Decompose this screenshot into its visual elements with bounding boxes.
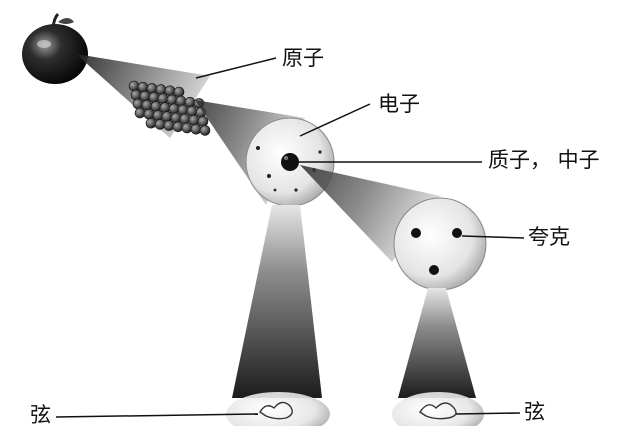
label-string-left: 弦 (30, 403, 51, 427)
leader-string-left (55, 413, 259, 418)
string-right-icon (419, 402, 457, 420)
leader-string-right (455, 412, 521, 415)
zoom-beam-sphere-to-string (232, 205, 322, 398)
string-left-icon (259, 401, 293, 420)
leader-quark (461, 235, 525, 239)
apple-icon (22, 12, 88, 84)
leader-electron (299, 103, 371, 137)
label-atom: 原子 (282, 46, 324, 70)
zoom-beam-quark-to-string (398, 288, 476, 398)
label-string-right: 弦 (524, 400, 545, 424)
quark-sphere-icon (393, 197, 487, 291)
leader-atom (195, 57, 277, 79)
label-electron: 电子 (378, 92, 420, 116)
label-proton-neutron: 质子， 中子 (488, 148, 600, 172)
label-quark: 夸克 (528, 225, 570, 249)
